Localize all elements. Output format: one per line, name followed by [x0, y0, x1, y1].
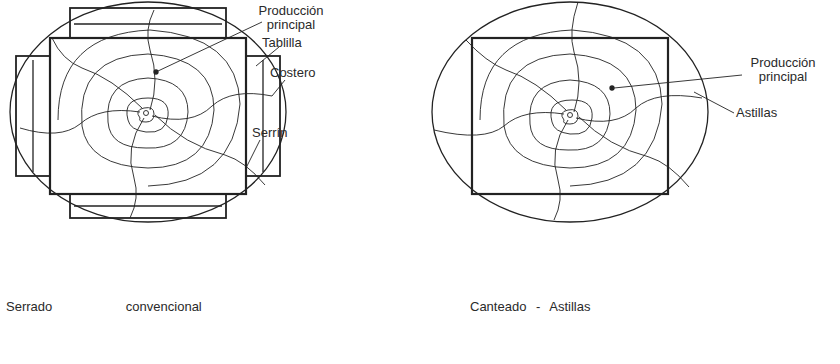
growth-rings — [480, 30, 662, 186]
slab-cut — [74, 23, 222, 24]
slab-cut — [262, 60, 263, 172]
bottom-slab — [70, 194, 226, 218]
pointer-dot — [154, 70, 158, 74]
part-label: Costero — [270, 66, 316, 80]
method-caption: Serrado convencional — [6, 300, 202, 314]
leader-lines — [614, 75, 742, 113]
left-slab — [16, 56, 50, 176]
part-label: Tablilla — [262, 36, 302, 50]
part-label: Astillas — [736, 106, 777, 120]
part-label: Producción principal — [252, 4, 330, 31]
cracks — [434, 2, 702, 220]
method-caption: Canteado - Astillas — [470, 300, 590, 314]
slab-cut — [74, 205, 222, 206]
pointer-dot — [610, 86, 614, 90]
log-outline — [10, 2, 286, 222]
part-label: Serrín — [252, 126, 287, 140]
main-square — [472, 38, 668, 194]
growth-rings — [58, 30, 240, 186]
cracks — [20, 10, 272, 218]
slab-cut — [32, 60, 33, 172]
main-square — [50, 38, 246, 194]
part-label: Producción principal — [744, 56, 822, 83]
log-outline — [432, 2, 708, 222]
